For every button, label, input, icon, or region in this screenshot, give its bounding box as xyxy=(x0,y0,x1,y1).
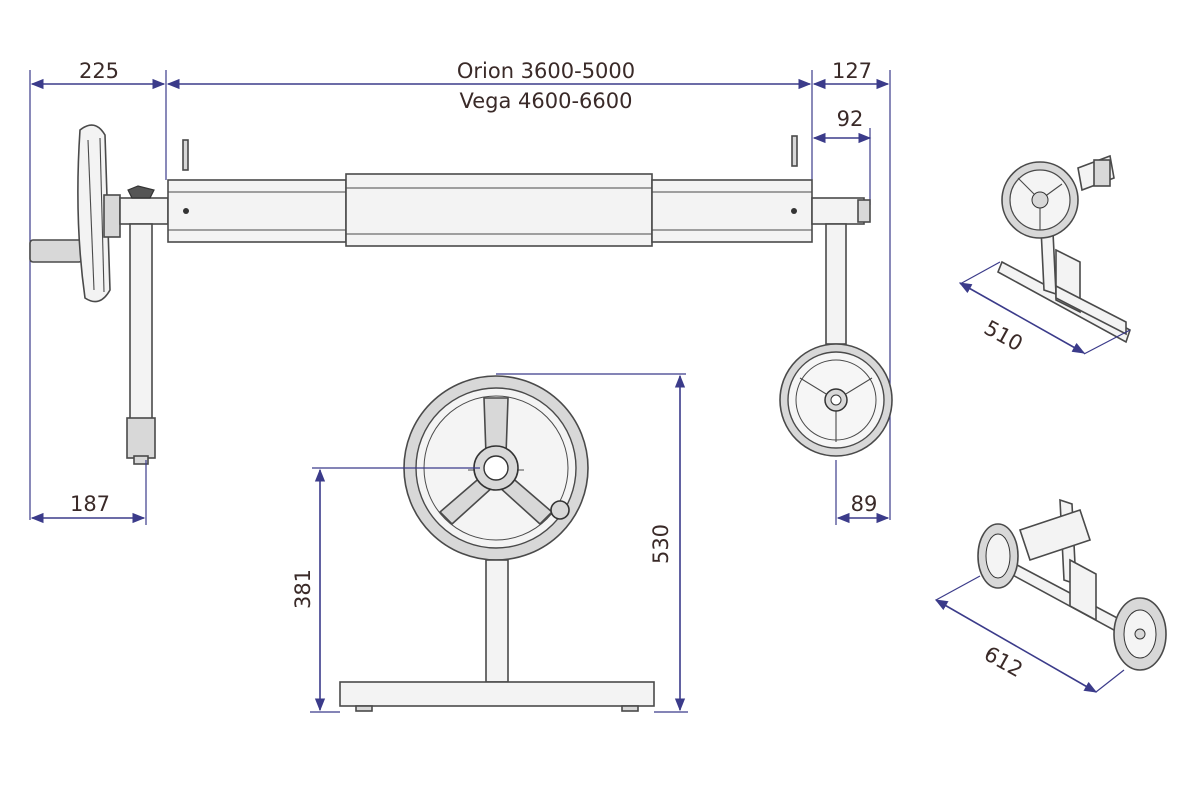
left-stand xyxy=(119,185,169,525)
dim-225-label: 225 xyxy=(79,59,119,83)
dim-92-label: 92 xyxy=(837,107,864,131)
iso-stand-view xyxy=(958,154,1131,355)
dim-530-label: 530 xyxy=(649,524,673,564)
dim-187-label: 187 xyxy=(70,492,110,516)
model-orion-label: Orion 3600-5000 xyxy=(457,59,635,83)
right-stand-wheel xyxy=(779,223,893,525)
dim-510-label: 510 xyxy=(980,316,1027,356)
iso-wheel-view xyxy=(934,498,1167,693)
dim-381-label: 381 xyxy=(291,569,315,609)
handwheel-side xyxy=(29,124,121,303)
telescopic-tube xyxy=(167,135,871,247)
dimension-overall-length xyxy=(29,70,891,520)
side-view xyxy=(310,373,688,713)
dim-89-label: 89 xyxy=(851,492,878,516)
dim-127-label: 127 xyxy=(832,59,872,83)
model-vega-label: Vega 4600-6600 xyxy=(460,89,633,113)
